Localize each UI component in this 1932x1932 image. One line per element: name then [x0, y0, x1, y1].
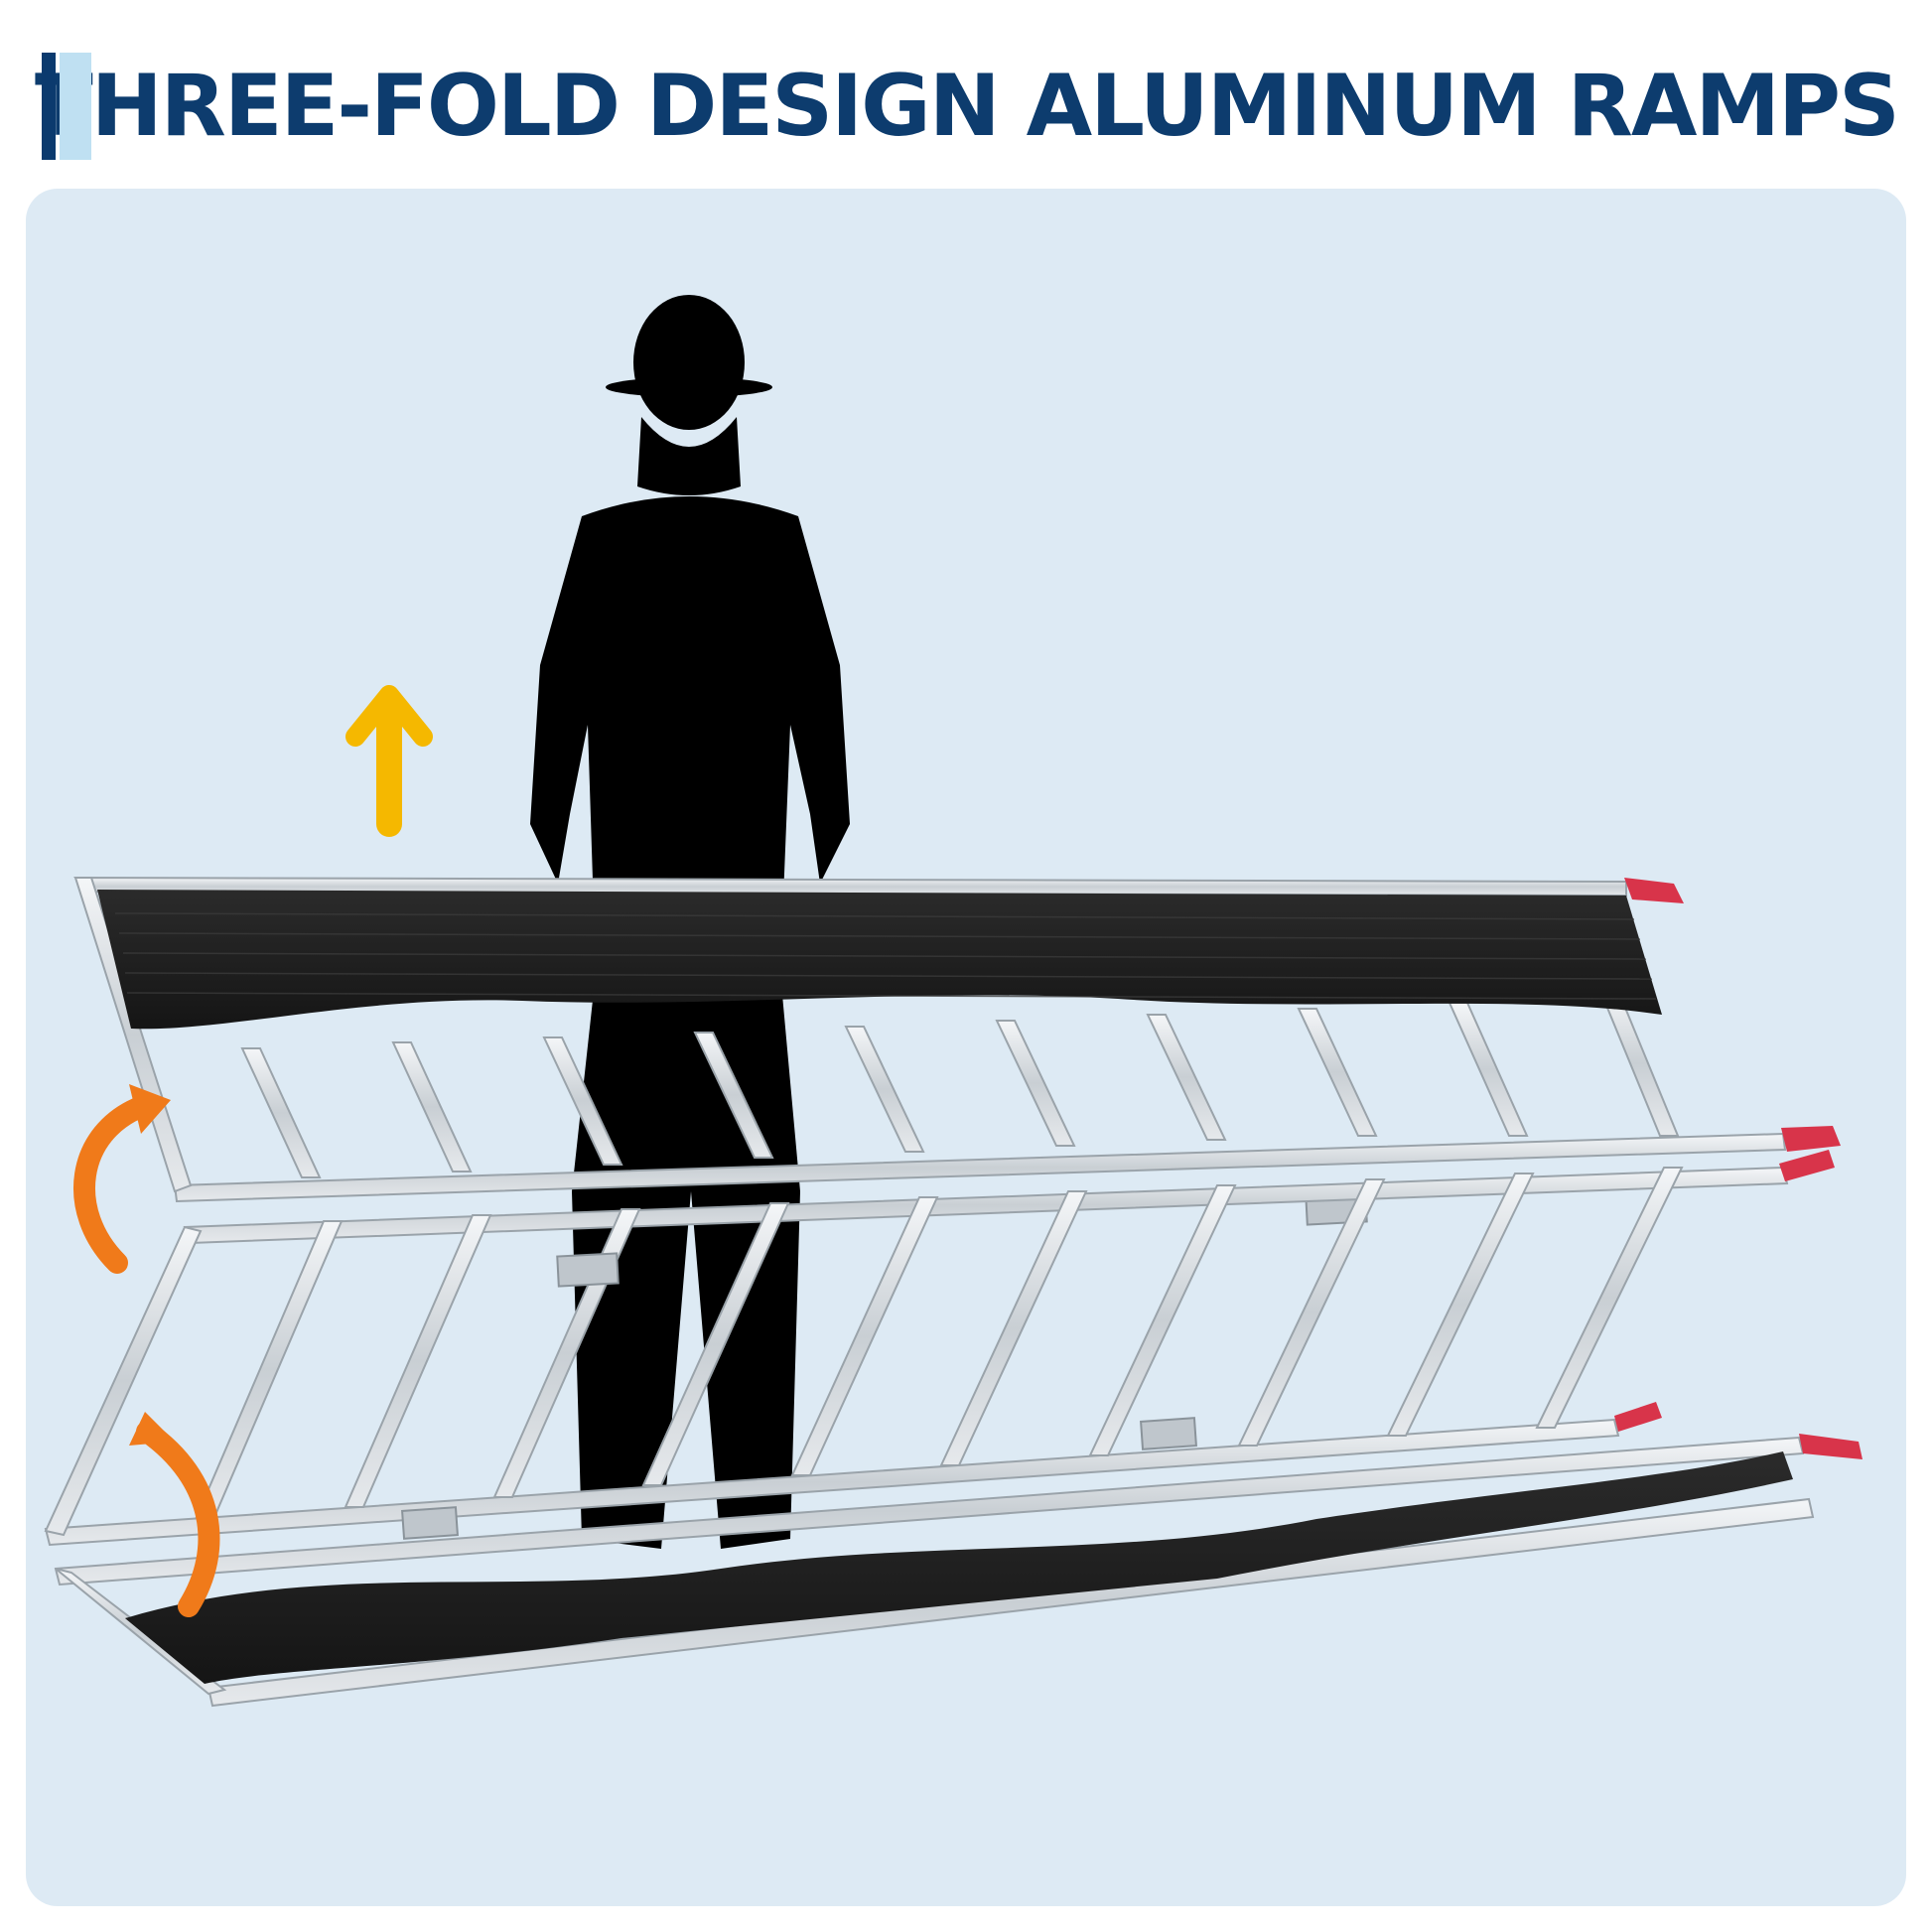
title-marker-light — [60, 53, 91, 160]
fold-arrow-icon — [73, 1084, 171, 1274]
ramp-section-middle — [44, 1150, 1835, 1547]
title-marker-dark — [42, 53, 56, 160]
title-marker — [42, 53, 91, 160]
header: THREE-FOLD DESIGN ALUMINUM RAMPS — [35, 52, 1900, 161]
ramp-section-top — [73, 876, 1841, 1226]
ramp-section-bottom — [54, 1417, 1863, 1708]
arrow-up-icon — [345, 685, 433, 837]
illustration-panel — [26, 189, 1906, 1906]
person-silhouette — [530, 295, 850, 1549]
page-title: THREE-FOLD DESIGN ALUMINUM RAMPS — [35, 57, 1900, 156]
fold-arrow-icon — [129, 1412, 220, 1617]
ramp-illustration — [44, 295, 1863, 1708]
